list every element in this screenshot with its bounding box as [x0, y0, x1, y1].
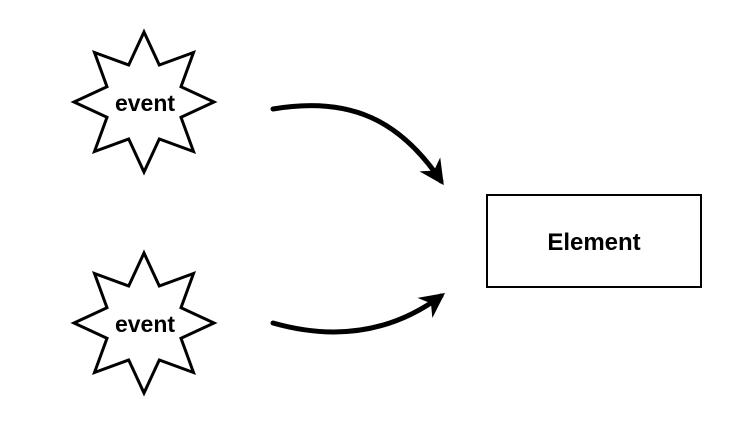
event-burst-2: event [70, 249, 218, 397]
event-burst-1: event [70, 28, 218, 176]
arrow-event-2-to-element [270, 293, 446, 335]
event-label-2: event [115, 311, 175, 337]
element-box: Element [486, 194, 702, 288]
element-label: Element [547, 229, 640, 256]
arrow-event-1-to-element [270, 103, 444, 186]
event-burst-shape-2 [70, 249, 218, 397]
element-box-frame [486, 194, 702, 288]
event-label-1: event [115, 90, 175, 116]
event-burst-shape-1 [70, 28, 218, 176]
